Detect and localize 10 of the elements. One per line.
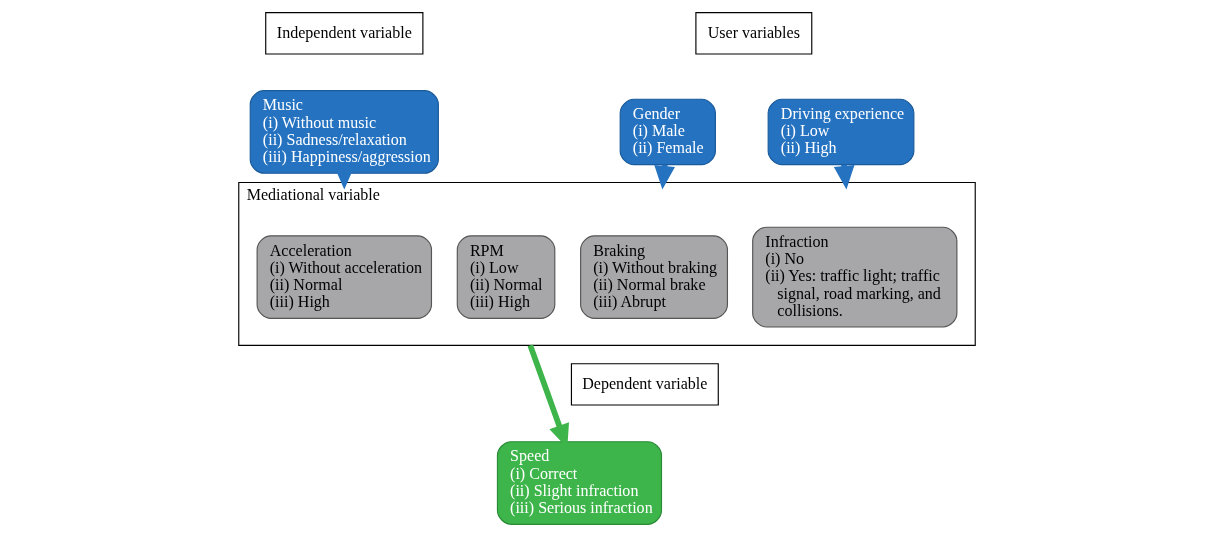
node-box: Infraction (i) No (ii) Yes: traffic light; traffic signal, road marking, and collisions.: [751, 226, 957, 328]
node-box: Driving experience (i) Low (ii) High: [767, 98, 914, 166]
node-box: Braking (i) Without braking (ii) Normal brake (iii) Abrupt: [579, 235, 728, 319]
node-box: Independent variable: [264, 12, 423, 55]
node-box: User variables: [694, 12, 812, 55]
node-box: Gender (i) Male (ii) Female: [619, 98, 716, 166]
node-box: RPM (i) Low (ii) Normal (iii) High: [456, 235, 555, 319]
node-box: Acceleration (i) Without acceleration (ii) Normal (iii) High: [256, 235, 432, 319]
node-box: Dependent variable: [570, 363, 719, 406]
node-box: Speed (i) Correct (ii) Slight infraction (iii) Serious infraction: [496, 441, 662, 525]
